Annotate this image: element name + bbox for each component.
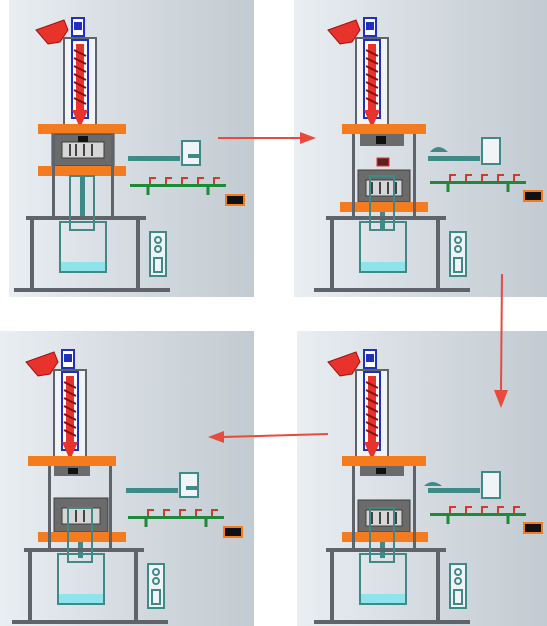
flow-arrow-left <box>208 431 329 443</box>
panel-top-right <box>294 0 547 297</box>
machine-stage-3 <box>11 349 244 625</box>
machine-stage-2 <box>313 17 543 293</box>
panel-bottom-left <box>0 331 254 626</box>
flow-arrow-right <box>218 132 316 144</box>
panel-bottom-right <box>297 331 547 626</box>
machine-stage-1 <box>13 18 246 293</box>
panel-top-left <box>9 0 254 297</box>
machine-stage-4 <box>313 349 543 625</box>
flow-arrow-down <box>494 273 508 408</box>
